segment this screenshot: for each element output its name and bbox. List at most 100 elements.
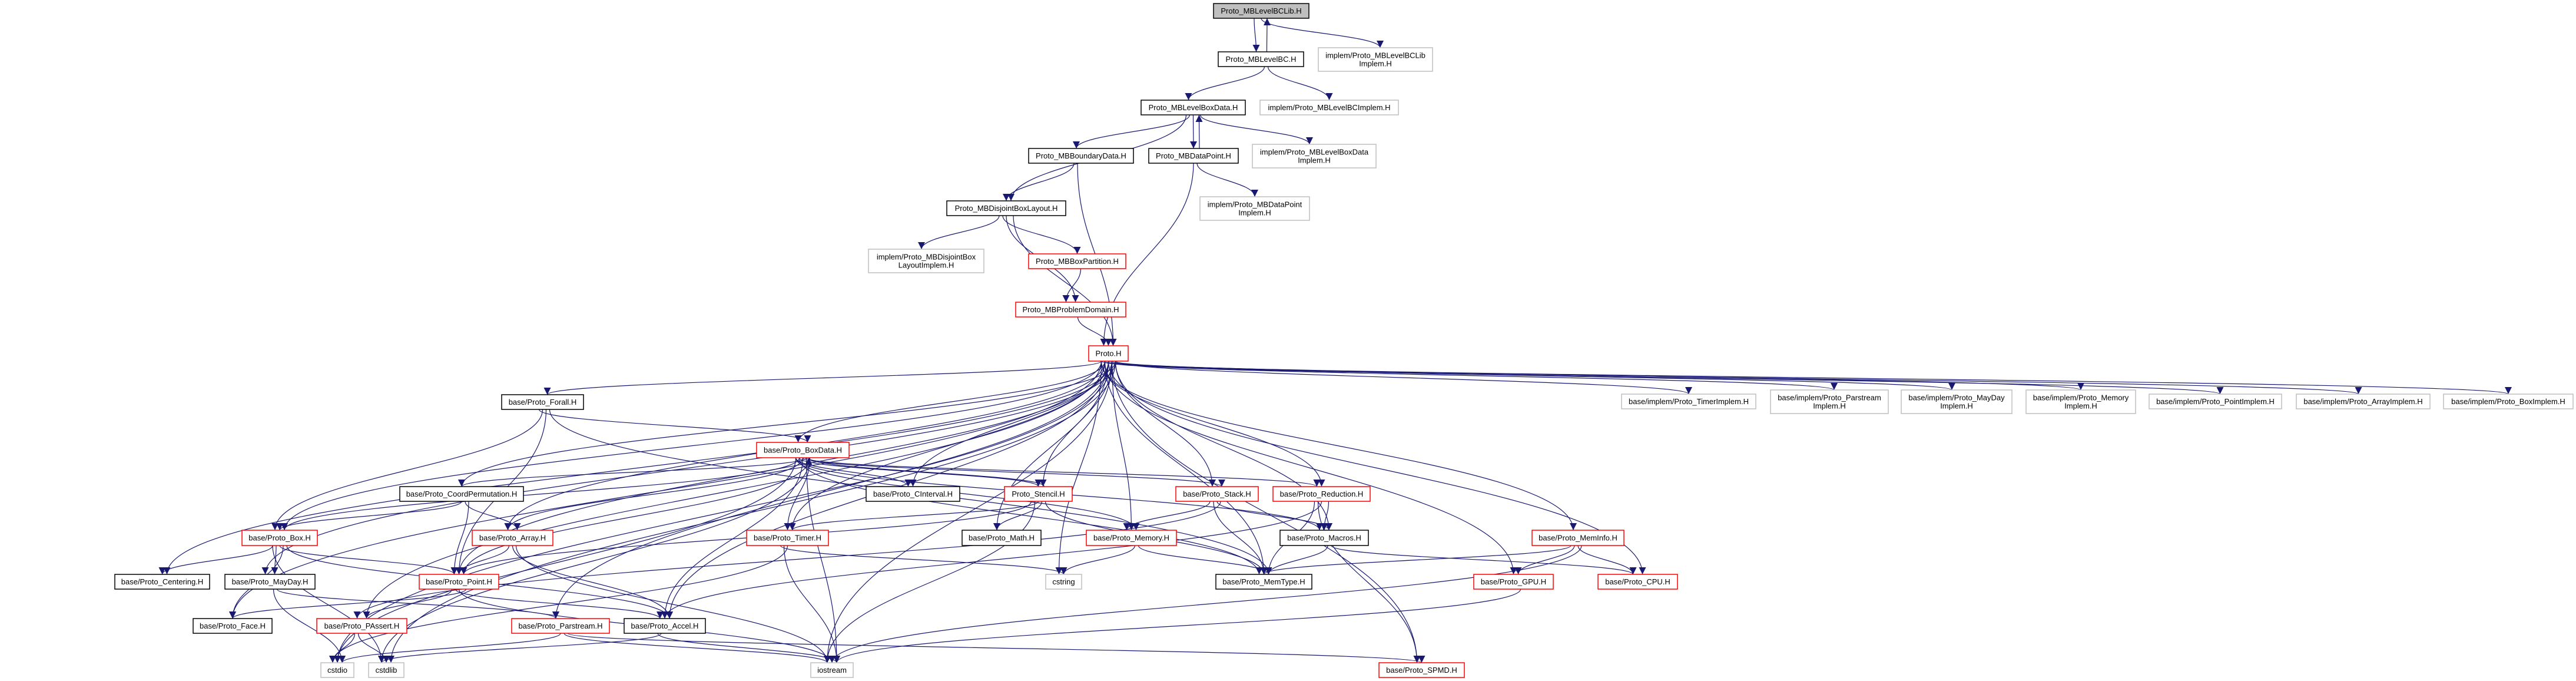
- node-memory[interactable]: base/Proto_Memory.H: [1086, 530, 1177, 546]
- node-label: base/implem/Proto_PointImplem.H: [2156, 397, 2275, 406]
- node-label: Implem.H: [1813, 402, 1846, 411]
- node-mblevelbc[interactable]: Proto_MBLevelBC.H: [1218, 51, 1304, 67]
- edge-mblevelbc-to-root: [1263, 18, 1271, 52]
- edge-proto-to-timerimpl: [1115, 361, 1692, 395]
- edge-mayday-to-parstream: [276, 589, 559, 619]
- node-proto[interactable]: Proto.H: [1088, 345, 1129, 362]
- node-label: base/Proto_MemInfo.H: [1539, 534, 1617, 543]
- edge-disjoint-to-boxpart: [1002, 215, 1081, 254]
- node-label: Proto_MBLevelBoxData.H: [1149, 103, 1238, 112]
- node-box: [1028, 148, 1134, 164]
- node-passert[interactable]: base/Proto_PAssert.H: [316, 618, 407, 634]
- edge-boxdata-to-box: [281, 457, 800, 531]
- node-accel[interactable]: base/Proto_Accel.H: [624, 618, 706, 634]
- node-label: base/implem/Proto_Parstream: [1778, 394, 1881, 402]
- node-mblevelboxdata[interactable]: Proto_MBLevelBoxData.H: [1141, 100, 1246, 115]
- node-label: cstring: [1052, 577, 1075, 586]
- node-label: base/Proto_SPMD.H: [1386, 666, 1457, 675]
- node-box: [1086, 530, 1177, 546]
- edge-timer-to-iostream: [783, 545, 840, 663]
- node-boundary[interactable]: Proto_MBBoundaryData.H: [1028, 148, 1134, 164]
- node-root[interactable]: Proto_MBLevelBCLib.H: [1213, 3, 1309, 19]
- node-label: Proto_MBBoundaryData.H: [1036, 151, 1126, 160]
- node-coordperm[interactable]: base/Proto_CoordPermutation.H: [399, 486, 524, 502]
- node-parstream[interactable]: base/Proto_Parstream.H: [511, 618, 610, 634]
- edge-proto-to-memtype: [1104, 361, 1268, 575]
- edge-mblevelbc-to-bcimpl: [1267, 66, 1333, 101]
- node-probdom[interactable]: Proto_MBProblemDomain.H: [1015, 302, 1126, 318]
- edge-datapoint-to-dpimpl: [1196, 163, 1258, 197]
- node-datapoint[interactable]: Proto_MBDataPoint.H: [1148, 148, 1239, 164]
- node-boximpl[interactable]: base/implem/Proto_BoxImplem.H: [2443, 394, 2574, 409]
- node-label: Proto_MBLevelBC.H: [1226, 55, 1297, 64]
- node-memtype[interactable]: base/Proto_MemType.H: [1215, 574, 1312, 590]
- node-cstdio[interactable]: cstdio: [320, 662, 354, 678]
- node-cstring[interactable]: cstring: [1045, 574, 1082, 590]
- node-box: [1597, 574, 1678, 590]
- node-stencil[interactable]: Proto_Stencil.H: [1004, 486, 1073, 502]
- node-mayday[interactable]: base/Proto_MayDay.H: [224, 574, 316, 590]
- edge-proto-to-mayday: [261, 361, 1116, 575]
- node-bcimpl[interactable]: implem/Proto_MBLevelBCImplem.H: [1259, 100, 1399, 115]
- node-face[interactable]: base/Proto_Face.H: [193, 618, 273, 634]
- edge-accel-to-cstdlib: [378, 633, 662, 663]
- node-arrayimpl[interactable]: base/implem/Proto_ArrayImplem.H: [2296, 394, 2431, 409]
- node-label: base/implem/Proto_BoxImplem.H: [2451, 397, 2565, 406]
- node-point[interactable]: base/Proto_Point.H: [419, 574, 499, 590]
- edge-proto-to-boxdata: [794, 361, 1106, 443]
- edge-macros-to-memtype: [1265, 545, 1328, 575]
- edge-proto-to-boximpl: [1100, 361, 2511, 395]
- node-box: [1621, 394, 1756, 409]
- node-pointimpl[interactable]: base/implem/Proto_PointImplem.H: [2149, 394, 2282, 409]
- node-forall[interactable]: base/Proto_Forall.H: [501, 394, 584, 410]
- node-iostream[interactable]: iostream: [810, 662, 854, 678]
- edge-root-to-mblevelbc: [1252, 18, 1260, 52]
- node-disjoint[interactable]: Proto_MBDisjointBoxLayout.H: [946, 200, 1066, 216]
- node-timerimpl[interactable]: base/implem/Proto_TimerImplem.H: [1621, 394, 1756, 409]
- node-timer[interactable]: base/Proto_Timer.H: [746, 530, 829, 546]
- edge-datapoint-to-mblevelboxdata: [1195, 114, 1203, 149]
- node-label: base/Proto_CInterval.H: [873, 490, 953, 498]
- edge-mblevelboxdata-to-boundary: [1073, 114, 1191, 149]
- edge-proto-to-parstreamimpl: [1100, 361, 1838, 391]
- node-label: base/Proto_Parstream.H: [518, 622, 602, 630]
- edge-gpu-to-iostream: [833, 589, 1521, 663]
- node-cinterval[interactable]: base/Proto_CInterval.H: [866, 486, 960, 502]
- node-array[interactable]: base/Proto_Array.H: [472, 530, 553, 546]
- node-spmd[interactable]: base/Proto_SPMD.H: [1378, 662, 1465, 678]
- node-box[interactable]: base/Proto_Box.H: [241, 530, 318, 546]
- node-centering[interactable]: base/Proto_Centering.H: [114, 574, 210, 590]
- edge-stencil-to-math: [993, 501, 1043, 531]
- node-box: [472, 530, 553, 546]
- edge-parstream-to-iostream: [563, 633, 831, 663]
- node-label: Proto_MBBoxPartition.H: [1036, 257, 1119, 266]
- node-boxpart[interactable]: Proto_MBBoxPartition.H: [1028, 253, 1126, 269]
- node-macros[interactable]: base/Proto_Macros.H: [1279, 530, 1369, 546]
- node-meminfo[interactable]: base/Proto_MemInfo.H: [1531, 530, 1624, 546]
- edge-probdom-to-proto: [1077, 316, 1112, 346]
- node-cstdlib[interactable]: cstdlib: [368, 662, 405, 678]
- node-box: [399, 486, 524, 502]
- node-boxdata[interactable]: base/Proto_BoxData.H: [756, 442, 850, 458]
- edge-boundary-to-disjoint: [1003, 163, 1075, 201]
- edge-proto-to-passert: [363, 361, 1106, 619]
- edge-point-to-face: [229, 589, 467, 619]
- node-box: [1378, 662, 1465, 678]
- node-gpu[interactable]: base/Proto_GPU.H: [1473, 574, 1554, 590]
- node-stack[interactable]: base/Proto_Stack.H: [1175, 486, 1259, 502]
- edge-stack-to-memory: [1123, 501, 1211, 531]
- node-math[interactable]: base/Proto_Math.H: [962, 530, 1042, 546]
- node-box: [501, 394, 584, 410]
- node-label: base/Proto_MayDay.H: [232, 577, 309, 586]
- edge-proto-to-meminfo: [1100, 361, 1577, 531]
- node-cpu[interactable]: base/Proto_CPU.H: [1597, 574, 1678, 590]
- node-reduction[interactable]: base/Proto_Reduction.H: [1272, 486, 1371, 502]
